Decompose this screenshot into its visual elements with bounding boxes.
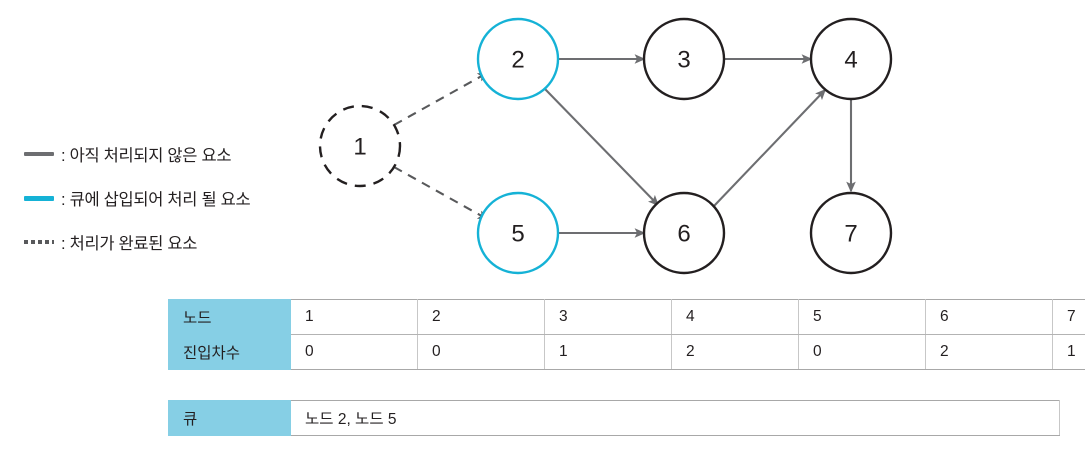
queue-table: 큐 노드 2, 노드 5	[168, 400, 1060, 436]
indegree-table-value-cell: 0	[290, 334, 418, 370]
indegree-table-row-header-indegree: 진입차수	[168, 334, 291, 370]
graph-node-2[interactable]: 2	[476, 17, 560, 101]
graph-node-2-label: 2	[511, 47, 524, 74]
legend-item-queued: : 큐에 삽입되어 처리 될 요소	[0, 176, 320, 220]
table-row-nodes: 노드 1 2 3 4 5 6 7	[168, 299, 1085, 335]
indegree-table-value-cell: 1	[544, 334, 672, 370]
graph-node-1-label: 1	[353, 134, 366, 161]
indegree-table-node-cell: 1	[290, 299, 418, 335]
indegree-table: 노드 1 2 3 4 5 6 7 진입차수 0 0 1 2 0 2 1	[168, 299, 1085, 370]
table-row-indegrees: 진입차수 0 0 1 2 0 2 1	[168, 334, 1085, 370]
legend-item-queued-label: : 큐에 삽입되어 처리 될 요소	[61, 191, 251, 209]
graph-nodes: 1 2 3 4 5 6 7	[318, 17, 893, 275]
legend-item-done: : 처리가 완료된 요소	[0, 220, 320, 264]
indegree-table-node-cell: 2	[417, 299, 545, 335]
indegree-table-row-header-nodes: 노드	[168, 299, 291, 335]
edge-2-to-6	[544, 88, 660, 207]
table-row-queue: 큐 노드 2, 노드 5	[168, 400, 1060, 436]
indegree-table-value-cell: 2	[925, 334, 1053, 370]
graph-node-3[interactable]: 3	[642, 17, 726, 101]
graph-edges	[393, 54, 856, 238]
queue-table-row-header: 큐	[168, 400, 291, 436]
graph-node-7[interactable]: 7	[809, 191, 893, 275]
solid-gray-line-icon	[24, 152, 54, 156]
indegree-table-value-cell: 1	[1052, 334, 1085, 370]
solid-cyan-line-icon	[24, 195, 54, 201]
graph-diagram: 1 2 3 4 5 6 7	[318, 17, 893, 275]
indegree-table-value-cell: 0	[417, 334, 545, 370]
legend-item-unprocessed: : 아직 처리되지 않은 요소	[0, 132, 320, 176]
indegree-table-node-cell: 6	[925, 299, 1053, 335]
graph-node-5[interactable]: 5	[476, 191, 560, 275]
graph-node-5-label: 5	[511, 221, 524, 248]
edge-1-to-5	[393, 166, 489, 220]
legend-item-unprocessed-label: : 아직 처리되지 않은 요소	[61, 147, 232, 165]
graph-node-1[interactable]: 1	[318, 104, 402, 188]
indegree-table-node-cell: 5	[798, 299, 926, 335]
legend-item-done-label: : 처리가 완료된 요소	[61, 235, 198, 253]
graph-node-7-label: 7	[844, 221, 857, 248]
graph-node-4[interactable]: 4	[809, 17, 893, 101]
indegree-table-node-cell: 7	[1052, 299, 1085, 335]
graph-node-4-label: 4	[844, 47, 857, 74]
indegree-table-node-cell: 3	[544, 299, 672, 335]
indegree-table-node-cell: 4	[671, 299, 799, 335]
graph-node-3-label: 3	[677, 47, 690, 74]
queue-table-value-cell: 노드 2, 노드 5	[290, 400, 1060, 436]
graph-node-6[interactable]: 6	[642, 191, 726, 275]
dotted-gray-line-icon	[24, 240, 54, 244]
graph-node-6-label: 6	[677, 221, 690, 248]
edge-1-to-2	[393, 72, 489, 126]
indegree-table-value-cell: 0	[798, 334, 926, 370]
edge-6-to-4	[713, 88, 827, 207]
legend: : 아직 처리되지 않은 요소 : 큐에 삽입되어 처리 될 요소 : 처리가 …	[0, 132, 320, 264]
indegree-table-value-cell: 2	[671, 334, 799, 370]
